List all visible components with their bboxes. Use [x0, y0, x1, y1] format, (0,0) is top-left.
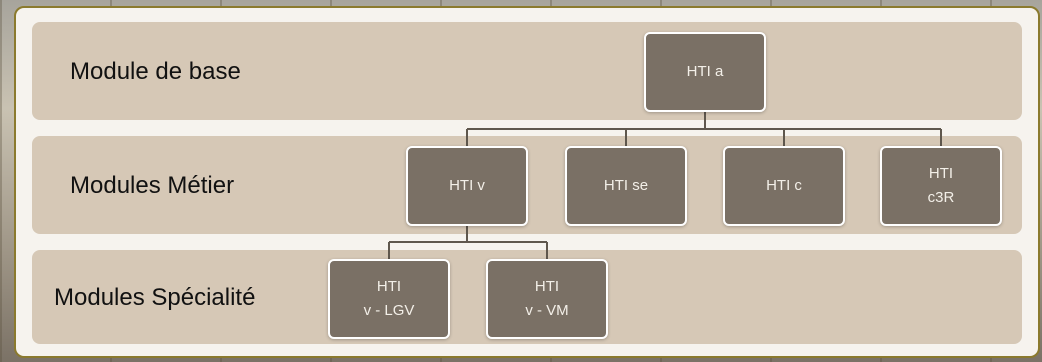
node-hti-a-line1: HTI a	[686, 63, 724, 80]
node-hti-v-lgv-line1: HTI	[376, 278, 402, 295]
node-hti-a: HTI a	[644, 32, 766, 112]
node-hti-se-line1: HTI se	[603, 177, 649, 194]
node-hti-se: HTI se	[565, 146, 687, 226]
node-hti-v-line1: HTI v	[449, 177, 485, 194]
level-label-specialite: Modules Spécialité	[54, 284, 256, 311]
node-hti-v-vm-line2: v - VM	[525, 302, 569, 319]
node-hti-c3r: HTI c3R	[880, 146, 1002, 226]
node-hti-v-lgv-line2: v - LGV	[363, 302, 415, 319]
node-hti-v-vm: HTI v - VM	[486, 259, 608, 339]
level-band-base	[32, 22, 1022, 120]
node-hti-v: HTI v	[406, 146, 528, 226]
node-hti-c: HTI c	[723, 146, 845, 226]
node-hti-v-vm-line1: HTI	[534, 278, 560, 295]
level-label-base: Module de base	[70, 58, 241, 85]
level-label-metier: Modules Métier	[70, 172, 235, 199]
node-hti-v-lgv: HTI v - LGV	[328, 259, 450, 339]
node-hti-c3r-line2: c3R	[927, 189, 955, 206]
node-hti-c-line1: HTI c	[766, 177, 802, 194]
node-hti-c3r-line1: HTI	[928, 165, 954, 182]
